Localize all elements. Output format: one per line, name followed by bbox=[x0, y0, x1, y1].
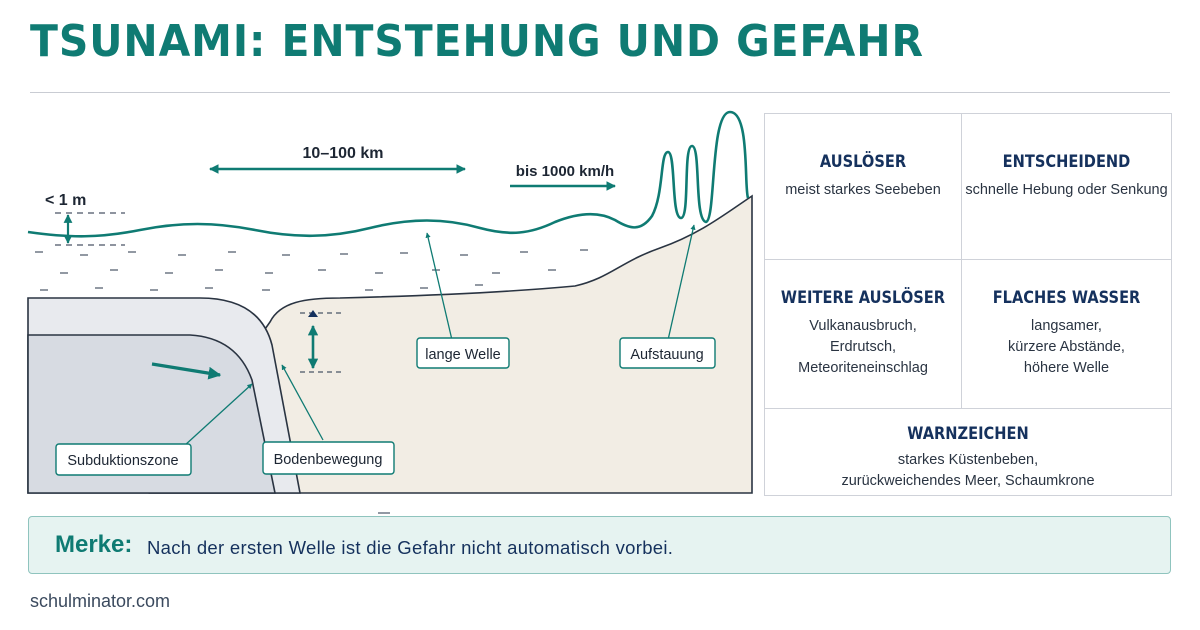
leader-long-wave bbox=[425, 232, 453, 341]
grid-divider-row1 bbox=[765, 259, 1171, 260]
water-dashes bbox=[35, 249, 588, 514]
leader-subduction bbox=[183, 383, 253, 447]
note-label: Merke: bbox=[55, 531, 133, 558]
callout-box-long-wave bbox=[416, 337, 510, 369]
pileup-label: Aufstauung bbox=[630, 347, 703, 363]
card-more-triggers-text: Vulkanausbruch, Erdrutsch, Meteoritenein… bbox=[798, 318, 928, 376]
ground-motion-label: Bodenbewegung bbox=[274, 452, 383, 468]
displacement-tick bbox=[308, 310, 318, 317]
subduction-label: Subduktionszone bbox=[67, 453, 178, 469]
card-warning-signs: WARNZEICHEN starkes Küstenbeben, zurückw… bbox=[765, 409, 1171, 495]
grid-divider-row2 bbox=[765, 408, 1171, 409]
card-warning-text: starkes Küstenbeben, zurückweichendes Me… bbox=[841, 452, 1095, 489]
note-text: Nach der ersten Welle ist die Gefahr nic… bbox=[147, 537, 674, 558]
card-more-triggers-heading: WEITERE AUSLÖSER bbox=[780, 288, 946, 308]
leader-ground-motion bbox=[281, 364, 324, 441]
speed-label: bis 1000 km/h bbox=[516, 163, 614, 180]
page-title: TSUNAMI: ENTSTEHUNG UND GEFAHR bbox=[30, 16, 924, 67]
footer-brand: schulminator.com bbox=[30, 591, 171, 611]
card-shallow-water: FLACHES WASSER langsamer, kürzere Abstän… bbox=[962, 260, 1171, 408]
card-warning-heading: WARNZEICHEN bbox=[907, 424, 1029, 444]
title-divider bbox=[30, 92, 1170, 93]
plate-motion-arrow bbox=[151, 362, 222, 380]
card-trigger-text: meist starkes Seebeben bbox=[785, 182, 941, 198]
long-wave-label: lange Welle bbox=[425, 347, 501, 363]
note-box: Merke: Nach der ersten Welle ist die Gef… bbox=[28, 516, 1171, 574]
card-trigger-heading: AUSLÖSER bbox=[819, 152, 907, 172]
wavelength-label: 10–100 km bbox=[303, 145, 384, 162]
card-more-triggers: WEITERE AUSLÖSER Vulkanausbruch, Erdruts… bbox=[765, 260, 961, 408]
info-grid: AUSLÖSER meist starkes Seebeben ENTSCHEI… bbox=[764, 113, 1172, 496]
grid-divider-vertical bbox=[961, 114, 962, 408]
callout-box-subduction bbox=[55, 443, 192, 476]
leader-pileup bbox=[667, 224, 696, 341]
wave-height-label: < 1 m bbox=[45, 192, 86, 209]
card-shallow-water-heading: FLACHES WASSER bbox=[992, 288, 1141, 308]
wave-line bbox=[27, 110, 750, 238]
card-shallow-water-text: langsamer, kürzere Abstände, höhere Well… bbox=[1008, 318, 1125, 376]
callout-box-pileup bbox=[619, 337, 716, 369]
callout-box-ground-motion bbox=[262, 441, 395, 475]
card-decisive: ENTSCHEIDEND schnelle Hebung oder Senkun… bbox=[962, 114, 1171, 259]
card-decisive-heading: ENTSCHEIDEND bbox=[1002, 152, 1131, 172]
card-trigger: AUSLÖSER meist starkes Seebeben bbox=[765, 114, 961, 259]
tsunami-diagram: 10–100 km bis 1000 km/h < 1 m lange Well… bbox=[27, 110, 753, 514]
card-decisive-text: schnelle Hebung oder Senkung bbox=[965, 182, 1168, 198]
